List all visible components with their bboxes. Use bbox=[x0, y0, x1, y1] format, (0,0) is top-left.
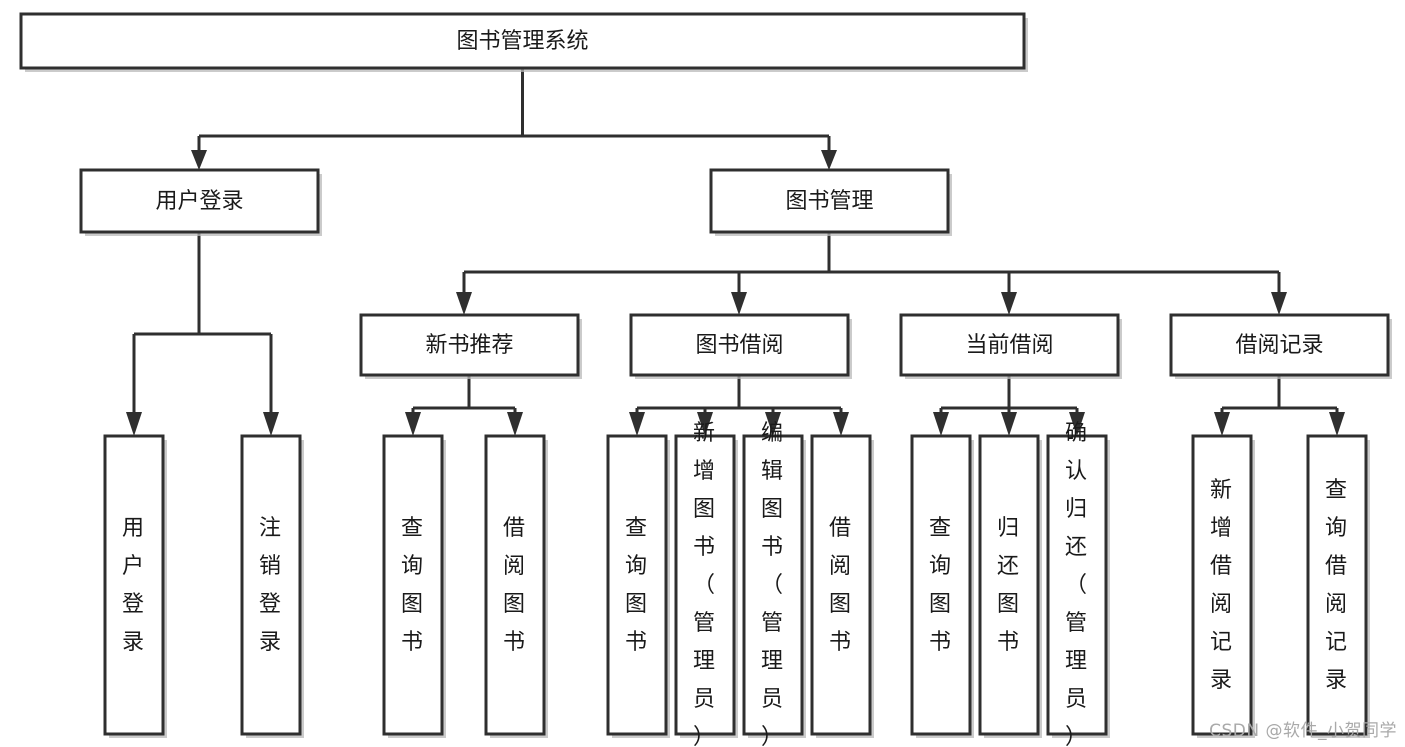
node-book-manage-label: 图书管理 bbox=[785, 189, 873, 214]
leaf-new-book-0-rect[interactable] bbox=[382, 434, 444, 736]
node-current-borrow-rect[interactable] bbox=[899, 313, 1120, 377]
leaf-book-borrow-2-rect[interactable] bbox=[742, 434, 804, 736]
leaf-current-borrow-2-rect[interactable] bbox=[1046, 434, 1108, 736]
node-book-borrow[interactable]: 图书借阅 bbox=[629, 313, 852, 379]
node-user-login-label: 用户登录 bbox=[155, 189, 243, 214]
leaf-current-borrow-1[interactable]: 归还图书 bbox=[978, 434, 1042, 738]
connector-layer bbox=[126, 68, 1345, 436]
leaf-book-borrow-0-rect[interactable] bbox=[606, 434, 668, 736]
arrow-head-leaf-newbook-0 bbox=[405, 412, 421, 436]
leaf-current-borrow-0-label: 查询图书 bbox=[929, 516, 953, 655]
leaf-book-borrow-2-label: 编辑图书（管理员） bbox=[761, 421, 785, 747]
leaf-user-login-0[interactable]: 用户登录 bbox=[103, 434, 167, 738]
arrow-head-leaf-cb-2 bbox=[1069, 412, 1085, 436]
node-book-manage-rect[interactable] bbox=[709, 168, 950, 234]
leaf-book-borrow-0-label: 查询图书 bbox=[625, 516, 649, 655]
node-current-borrow[interactable]: 当前借阅 bbox=[899, 313, 1122, 379]
leaf-user-login-1[interactable]: 注销登录 bbox=[240, 434, 304, 738]
leaf-borrow-record-1-label: 查询借阅记录 bbox=[1325, 478, 1349, 693]
leaf-user-login-0-rect[interactable] bbox=[103, 434, 165, 736]
arrow-head-current-borrow bbox=[1001, 292, 1017, 315]
leaf-new-book-0-label: 查询图书 bbox=[401, 516, 425, 655]
node-book-borrow-rect[interactable] bbox=[629, 313, 850, 377]
leaf-book-borrow-2[interactable]: 编辑图书（管理员） bbox=[742, 421, 806, 747]
node-root[interactable]: 图书管理系统 bbox=[19, 12, 1028, 72]
leaf-new-book-1[interactable]: 借阅图书 bbox=[484, 434, 548, 738]
arrow-head-leaf-bb-2 bbox=[765, 412, 781, 436]
node-new-book-recommend-rect[interactable] bbox=[359, 313, 580, 377]
node-user-login[interactable]: 用户登录 bbox=[79, 168, 322, 236]
node-current-borrow-label: 当前借阅 bbox=[965, 333, 1053, 358]
leaf-borrow-record-0-label: 新增借阅记录 bbox=[1210, 478, 1234, 693]
node-borrow-record[interactable]: 借阅记录 bbox=[1169, 313, 1392, 379]
arrow-head-leaf-newbook-1 bbox=[507, 412, 523, 436]
arrow-head-leaf-br-1 bbox=[1329, 412, 1345, 436]
leaf-current-borrow-1-rect[interactable] bbox=[978, 434, 1040, 736]
leaf-borrow-record-0[interactable]: 新增借阅记录 bbox=[1191, 434, 1255, 738]
node-borrow-record-rect[interactable] bbox=[1169, 313, 1390, 377]
arrow-head-leaf-cb-1 bbox=[1001, 412, 1017, 436]
leaf-book-borrow-3-label: 借阅图书 bbox=[829, 516, 853, 655]
leaf-book-borrow-1[interactable]: 新增图书（管理员） bbox=[674, 421, 738, 747]
arrow-head-user-login bbox=[191, 150, 207, 170]
leaf-user-login-1-rect[interactable] bbox=[240, 434, 302, 736]
leaf-book-borrow-3-rect[interactable] bbox=[810, 434, 872, 736]
arrow-head-book-manage bbox=[821, 150, 837, 170]
leaf-current-borrow-2[interactable]: 确认归还（管理员） bbox=[1046, 421, 1110, 747]
node-user-login-rect[interactable] bbox=[79, 168, 320, 234]
arrow-head-borrow-record bbox=[1271, 292, 1287, 315]
leaf-new-book-1-rect[interactable] bbox=[484, 434, 546, 736]
node-new-book-recommend[interactable]: 新书推荐 bbox=[359, 313, 582, 379]
leaf-new-book-0[interactable]: 查询图书 bbox=[382, 434, 446, 738]
leaf-user-login-0-label: 用户登录 bbox=[122, 516, 146, 655]
node-root-rect[interactable] bbox=[19, 12, 1026, 70]
leaf-borrow-record-1[interactable]: 查询借阅记录 bbox=[1306, 434, 1370, 738]
leaf-new-book-1-label: 借阅图书 bbox=[503, 516, 527, 655]
node-book-manage[interactable]: 图书管理 bbox=[709, 168, 952, 236]
arrow-head-leaf-cb-0 bbox=[933, 412, 949, 436]
leaf-current-borrow-2-label: 确认归还（管理员） bbox=[1065, 421, 1089, 747]
arrow-head-leaf-bb-0 bbox=[629, 412, 645, 436]
leaf-borrow-record-1-rect[interactable] bbox=[1306, 434, 1368, 736]
leaf-book-borrow-3[interactable]: 借阅图书 bbox=[810, 434, 874, 738]
arrow-head-new-book bbox=[456, 292, 472, 315]
leaf-borrow-record-0-rect[interactable] bbox=[1191, 434, 1253, 736]
leaf-book-borrow-1-rect[interactable] bbox=[674, 434, 736, 736]
leaf-current-borrow-1-label: 归还图书 bbox=[997, 516, 1021, 655]
node-borrow-record-label: 借阅记录 bbox=[1235, 333, 1323, 358]
node-root-label: 图书管理系统 bbox=[456, 29, 588, 54]
leaf-current-borrow-0-rect[interactable] bbox=[910, 434, 972, 736]
leaf-current-borrow-0[interactable]: 查询图书 bbox=[910, 434, 974, 738]
arrow-head-leaf-bb-1 bbox=[697, 412, 713, 436]
arrow-head-book-borrow bbox=[731, 292, 747, 315]
leaf-book-borrow-0[interactable]: 查询图书 bbox=[606, 434, 670, 738]
leaf-user-login-1-label: 注销登录 bbox=[259, 516, 283, 655]
arrow-head-leaf-user-login-1 bbox=[263, 412, 279, 436]
arrow-head-leaf-br-0 bbox=[1214, 412, 1230, 436]
node-new-book-recommend-label: 新书推荐 bbox=[425, 333, 513, 358]
arrow-head-leaf-bb-3 bbox=[833, 412, 849, 436]
arrow-head-leaf-user-login-0 bbox=[126, 412, 142, 436]
leaf-book-borrow-1-label: 新增图书（管理员） bbox=[693, 421, 717, 747]
node-book-borrow-label: 图书借阅 bbox=[695, 333, 783, 358]
